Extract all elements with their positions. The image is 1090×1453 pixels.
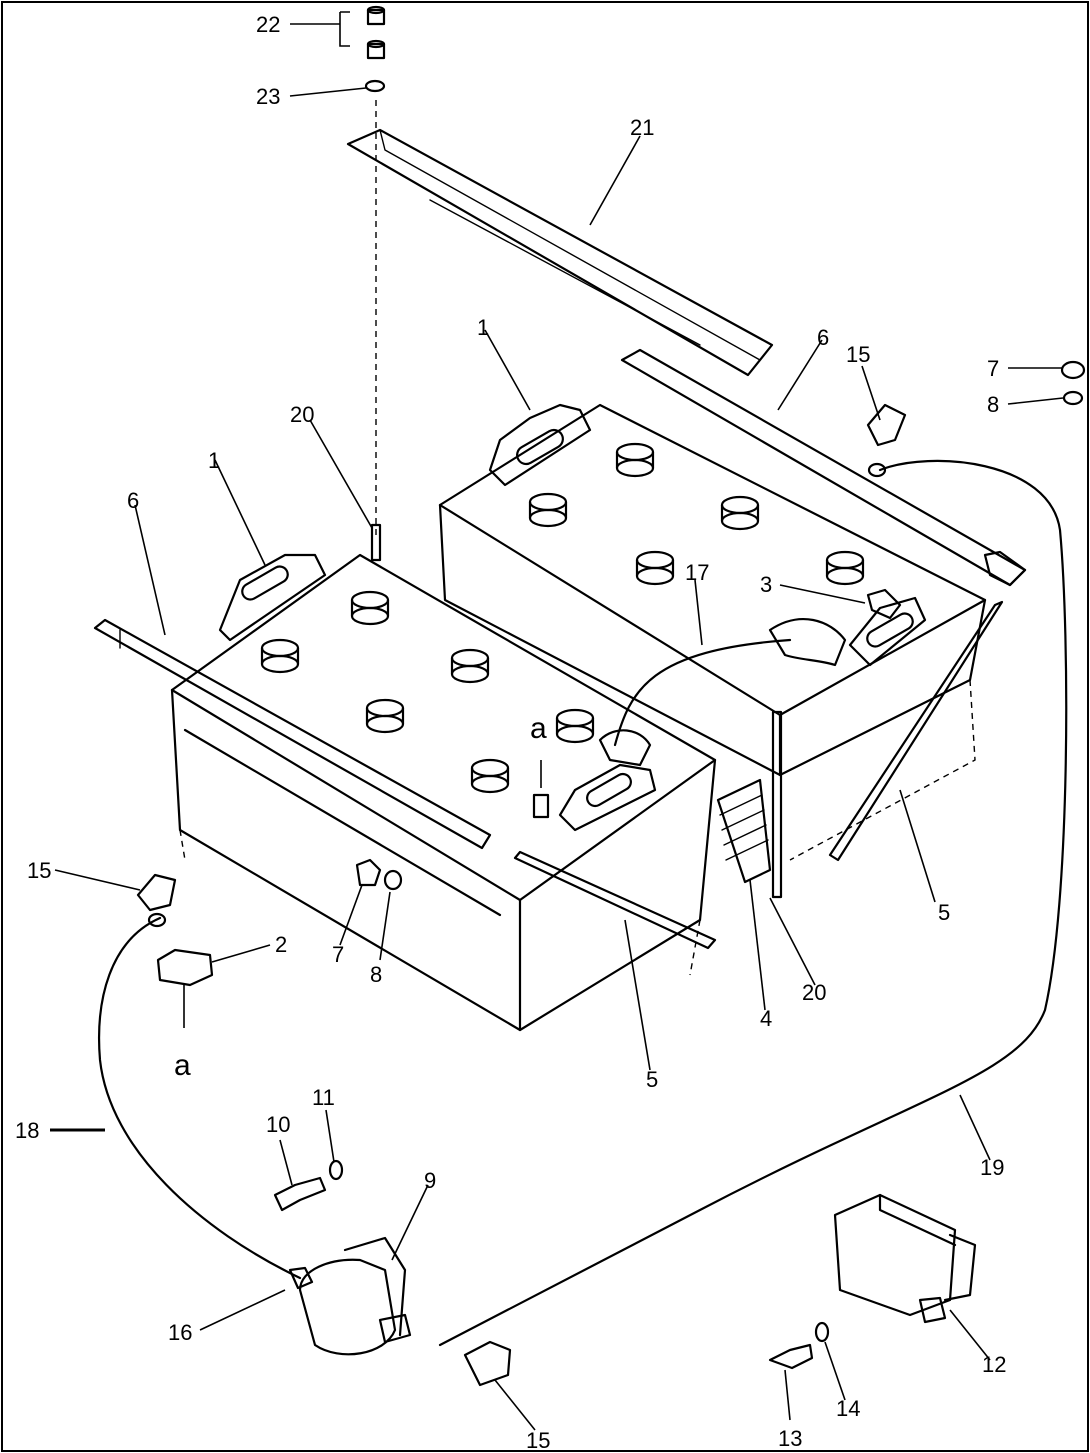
callout-2: 2 <box>275 932 287 957</box>
callout-20-top: 20 <box>290 402 314 427</box>
callout-17: 17 <box>685 560 709 585</box>
part-9-relay <box>288 1236 412 1356</box>
callout-10: 10 <box>266 1112 290 1137</box>
callout-4: 4 <box>760 1006 772 1031</box>
callout-5-rear: 5 <box>938 900 950 925</box>
callout-21: 21 <box>630 115 654 140</box>
callout-16: 16 <box>168 1320 192 1345</box>
callout-20-right: 20 <box>802 980 826 1005</box>
part-19-cable <box>438 459 1068 1347</box>
part-4-spacer <box>716 778 772 884</box>
callout-8-right: 8 <box>987 392 999 417</box>
callout-7-center: 7 <box>332 942 344 967</box>
leader-lines <box>50 23 1064 1431</box>
part-6-rod-left <box>93 618 492 850</box>
callout-12: 12 <box>982 1352 1006 1377</box>
part-15-boot-left <box>136 873 177 912</box>
callout-9: 9 <box>424 1168 436 1193</box>
part-5-rod-front <box>513 850 717 950</box>
part-12-box <box>833 1193 977 1324</box>
part-8-washer-center <box>383 869 403 891</box>
callout-5-front: 5 <box>646 1067 658 1092</box>
callout-6-rear: 6 <box>817 325 829 350</box>
part-18-cable <box>98 916 302 1280</box>
part-14-washer <box>814 1321 830 1343</box>
part-6-rod-right <box>620 348 1027 587</box>
callout-15-top: 15 <box>846 342 870 367</box>
callout-8-center: 8 <box>370 962 382 987</box>
part-21-top-bracket <box>346 128 774 377</box>
callout-3: 3 <box>760 572 772 597</box>
part-3-terminal <box>866 588 902 620</box>
callout-1-rear: 1 <box>477 315 489 340</box>
callout-a-top: a <box>530 712 547 745</box>
callout-15-bottom: 15 <box>526 1428 550 1453</box>
part-20-bolt-right <box>771 710 783 899</box>
part-11-washer <box>328 1159 344 1181</box>
part-2-terminal <box>156 948 214 987</box>
part-8-washer-right <box>1062 390 1084 406</box>
callout-6-front: 6 <box>127 488 139 513</box>
callout-14: 14 <box>836 1396 860 1421</box>
callout-1-front: 1 <box>208 448 220 473</box>
callout-15-left: 15 <box>27 858 51 883</box>
callout-19: 19 <box>980 1155 1004 1180</box>
callout-11: 11 <box>312 1085 335 1110</box>
callout-23: 23 <box>256 84 280 109</box>
battery-front <box>170 553 717 1032</box>
part-5-rod-rear <box>828 600 1004 862</box>
callout-7-right: 7 <box>987 356 999 381</box>
callout-a-bottom: a <box>174 1049 191 1082</box>
part-23-washer <box>364 79 386 93</box>
part-13-bolt <box>768 1343 814 1370</box>
part-15-boot-bottom <box>463 1340 512 1387</box>
callout-22: 22 <box>256 12 280 37</box>
part-10-bolt <box>273 1176 327 1212</box>
part-7-nut-right <box>1060 360 1086 380</box>
callout-13: 13 <box>778 1426 802 1451</box>
callout-18: 18 <box>15 1118 39 1143</box>
part-22-nuts <box>339 5 386 60</box>
callout-labels: 22 23 21 1 6 15 7 8 20 1 6 17 3 a 15 5 2… <box>15 12 1006 1453</box>
part-7-nut-center <box>355 858 382 887</box>
part-17-cable <box>613 638 792 747</box>
part-15-boot-top <box>866 403 907 447</box>
battery-rear <box>438 403 987 861</box>
